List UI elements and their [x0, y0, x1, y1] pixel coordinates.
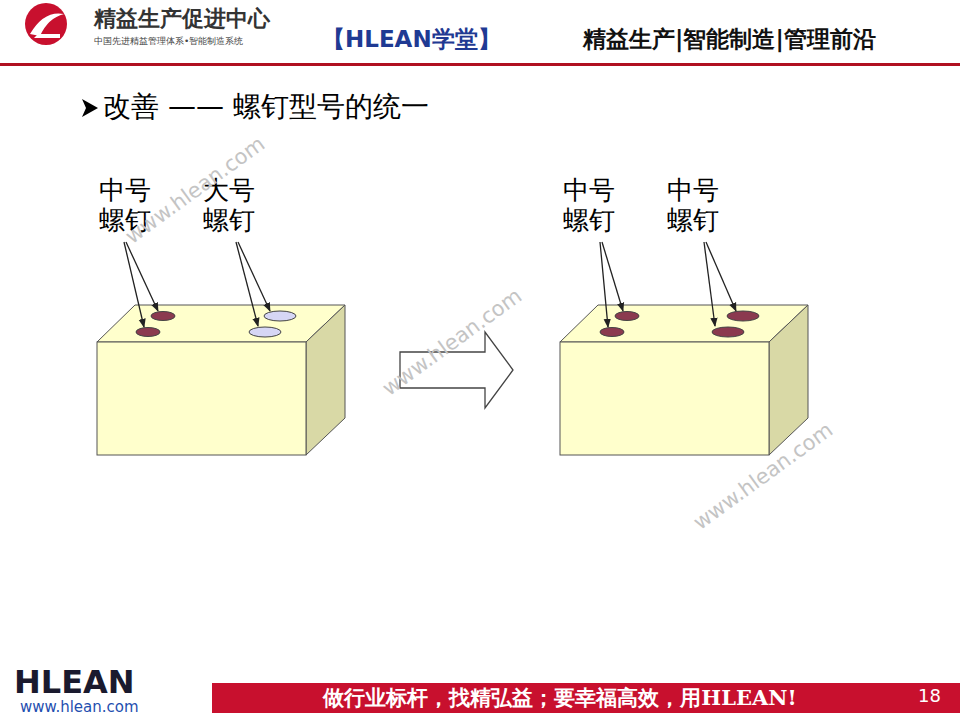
- part-block: [97, 305, 345, 455]
- footer-ground: [0, 713, 960, 720]
- logo-mark: [25, 3, 67, 45]
- part-block: [560, 305, 808, 455]
- page-number: 18: [918, 686, 941, 707]
- slogan: 做行业标杆，找精弘益；要幸福高效，用HLEAN!: [323, 686, 796, 710]
- leader-line: [124, 242, 736, 327]
- screw-hole: [136, 311, 296, 337]
- footer-bar: [212, 683, 960, 713]
- slide-title: 改善 —— 螺钉型号的统一: [103, 91, 429, 123]
- footer-logo: HLEAN: [14, 664, 135, 701]
- tagline: 精益生产|智能制造|管理前沿: [583, 26, 876, 52]
- org-name: 精益生产促进中心: [94, 6, 270, 31]
- header-rule: [0, 63, 960, 66]
- screw-hole: [600, 311, 759, 337]
- footer-url: www.hlean.com: [20, 699, 139, 716]
- org-subtitle: 中国先进精益管理体系•智能制造系统: [94, 36, 243, 46]
- bullet: [82, 99, 98, 117]
- part-label: 中号 螺钉: [563, 176, 618, 236]
- part-label: 中号 螺钉: [667, 176, 722, 236]
- channel-name: 【HLEAN学堂】: [322, 26, 501, 52]
